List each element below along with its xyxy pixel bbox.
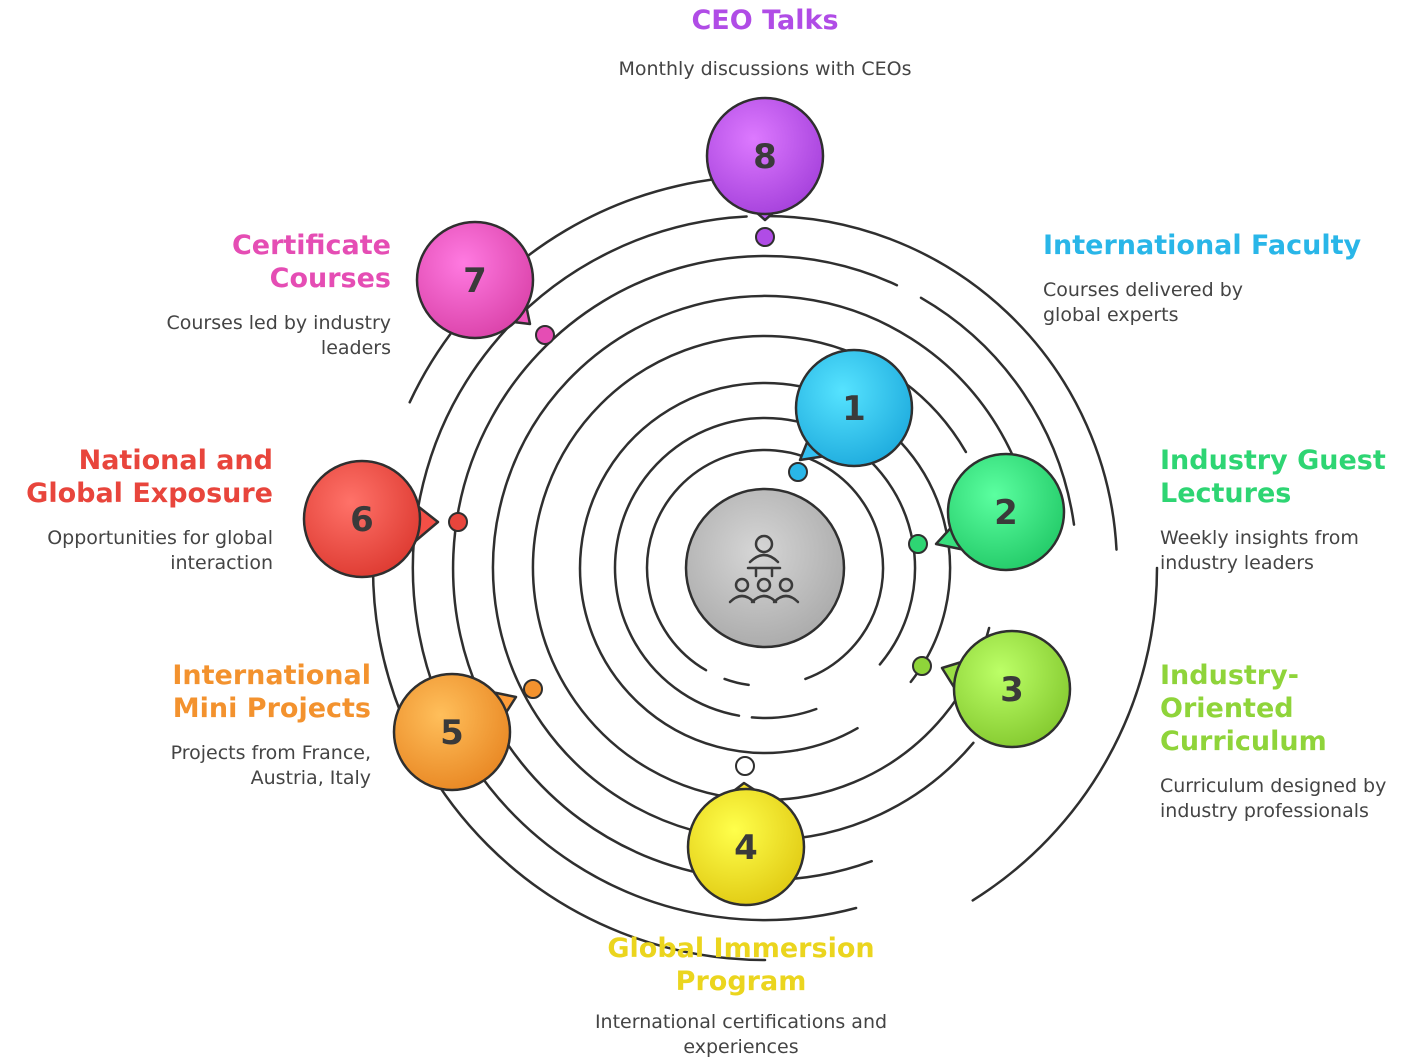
orbit-arc-7 (531, 334, 991, 802)
orbit-dot-4 (735, 756, 755, 776)
item-label-2: Industry Guest Lectures Weekly insights … (1160, 444, 1400, 576)
bubble-number-7: 7 (463, 261, 487, 301)
bubble-fill-4 (689, 790, 803, 904)
bubble-number-6: 6 (350, 500, 374, 540)
number-bubble-2: 2 (934, 452, 1066, 572)
item-title-5: International Mini Projects (172, 660, 371, 724)
item-label-3: Industry-Oriented Curriculum Curriculum … (1160, 659, 1422, 824)
item-title-2: Industry Guest Lectures (1160, 445, 1386, 509)
orbit-arc-14 (971, 566, 1159, 902)
orbit-arc-6 (795, 726, 859, 752)
orbit-arc-11 (919, 296, 1076, 526)
orbit-arc-1 (645, 448, 885, 681)
orbit-arc-4 (750, 707, 818, 720)
number-bubble-8: 8 (705, 96, 825, 222)
number-bubble-3: 3 (940, 629, 1072, 749)
number-bubble-7: 7 (415, 220, 535, 340)
orbit-dot-8 (755, 227, 775, 247)
bubble-fill-7 (418, 223, 532, 337)
bubble-fill-1 (797, 351, 911, 465)
orbit-dot-5 (523, 679, 543, 699)
item-label-1: International Faculty Courses delivered … (1043, 229, 1373, 328)
item-description-1: Courses delivered by global experts (1043, 279, 1244, 326)
item-title-4: Global Immersion Program (607, 933, 875, 997)
orbit-dot-7 (535, 325, 555, 345)
concentric-arcs (371, 174, 1159, 962)
bubble-number-5: 5 (440, 713, 464, 753)
item-description-3: Curriculum designed by industry professi… (1160, 775, 1387, 822)
bubble-fill-5 (395, 675, 509, 789)
bubble-fill-6 (305, 462, 419, 576)
orbit-dot-2 (908, 534, 928, 554)
orbit-arc-2 (723, 677, 750, 687)
item-title-8: CEO Talks (691, 5, 839, 36)
center-hub (684, 487, 846, 649)
number-bubble-1: 1 (794, 348, 914, 468)
bubble-fill-8 (708, 99, 822, 213)
item-description-4: International certifications and experie… (594, 1011, 888, 1058)
orbit-arc-15 (371, 566, 767, 962)
number-bubbles: 1 2 3 4 5 6 7 8 (302, 96, 1072, 907)
orbit-arc-5 (578, 381, 952, 755)
orbit-dot-3 (912, 656, 932, 676)
item-description-6: Opportunities for global interaction (47, 527, 273, 574)
item-description-8: Monthly discussions with CEOs (618, 58, 912, 80)
orbit-arc-13 (763, 214, 1118, 551)
orbit-dot-6 (448, 512, 468, 532)
orbit-dots (448, 227, 932, 776)
orbit-arc-12 (411, 215, 858, 922)
bubble-fill-3 (955, 632, 1069, 746)
number-bubble-4: 4 (686, 781, 806, 907)
item-label-4: Global Immersion Program International c… (561, 932, 921, 1060)
item-label-7: Certificate Courses Courses led by indus… (121, 229, 391, 361)
item-label-6: National and Global Exposure Opportuniti… (5, 444, 273, 576)
item-label-8: CEO Talks Monthly discussions with CEOs (565, 4, 965, 82)
item-title-6: National and Global Exposure (26, 445, 273, 509)
item-title-7: Certificate Courses (231, 230, 391, 294)
item-description-7: Courses led by industry leaders (166, 312, 391, 359)
bubble-number-4: 4 (734, 828, 758, 868)
bubble-number-8: 8 (753, 137, 777, 177)
orbit-arc-10 (451, 254, 899, 882)
orbit-dot-1 (788, 462, 808, 482)
item-title-3: Industry-Oriented Curriculum (1160, 660, 1327, 757)
item-description-5: Projects from France, Austria, Italy (170, 742, 371, 789)
bubble-fill-2 (949, 455, 1063, 569)
number-bubble-5: 5 (392, 672, 518, 792)
item-title-1: International Faculty (1043, 230, 1362, 261)
number-bubble-6: 6 (302, 459, 440, 579)
bubble-number-2: 2 (994, 493, 1018, 533)
presenter-audience-icon (728, 534, 800, 604)
bubble-number-1: 1 (842, 389, 866, 429)
bubble-number-3: 3 (1000, 670, 1024, 710)
item-description-2: Weekly insights from industry leaders (1160, 527, 1359, 574)
item-label-5: International Mini Projects Projects fro… (101, 659, 371, 791)
